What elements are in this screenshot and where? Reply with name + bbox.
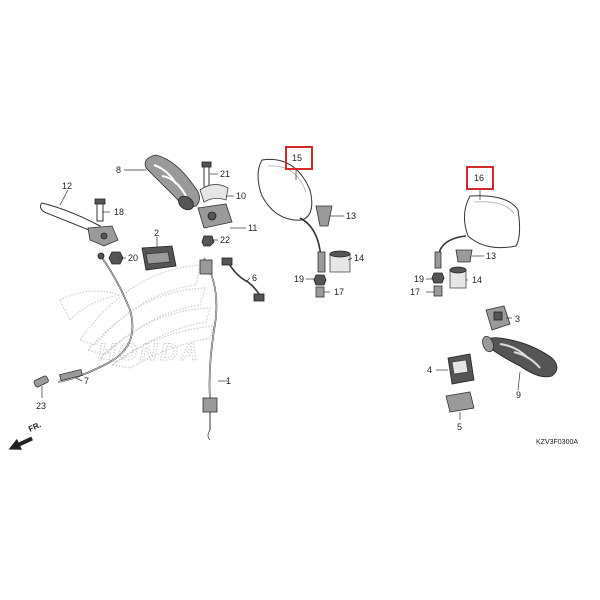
callout-19-right[interactable]: 19 — [414, 274, 424, 284]
front-arrow-icon — [8, 436, 33, 450]
callout-14-left[interactable]: 14 — [354, 253, 364, 263]
part-21-screw[interactable] — [201, 161, 212, 189]
part-15-mirror-left[interactable] — [257, 158, 326, 273]
part-20-nut[interactable] — [108, 251, 124, 265]
part-13-boot-right[interactable] — [455, 249, 473, 263]
callout-1[interactable]: 1 — [226, 376, 231, 386]
callout-21[interactable]: 21 — [220, 169, 230, 179]
callout-23[interactable]: 23 — [36, 401, 46, 411]
honda-watermark-text: HONDA — [98, 339, 201, 366]
callout-13-left[interactable]: 13 — [346, 211, 356, 221]
callout-2[interactable]: 2 — [154, 228, 159, 238]
part-4-right-switch[interactable] — [447, 353, 475, 385]
callout-17-left[interactable]: 17 — [334, 287, 344, 297]
part-12-clutch-lever[interactable] — [39, 202, 119, 247]
direction-label: FR. — [27, 420, 42, 434]
highlight-box-16 — [466, 166, 494, 190]
part-6-harness[interactable] — [221, 257, 265, 302]
callout-8[interactable]: 8 — [116, 165, 121, 175]
part-17-nut-right[interactable] — [433, 285, 443, 297]
part-8-left-grip[interactable] — [144, 154, 200, 213]
part-22-screw[interactable] — [201, 235, 215, 247]
part-18-bolt[interactable] — [94, 198, 106, 222]
part-19-nut-left[interactable] — [313, 274, 327, 286]
callout-9[interactable]: 9 — [516, 390, 521, 400]
part-17-nut-left[interactable] — [315, 286, 325, 298]
callout-20[interactable]: 20 — [128, 253, 138, 263]
part-9-right-grip[interactable] — [481, 335, 558, 378]
part-1-throttle-cable[interactable] — [199, 257, 218, 441]
part-16-mirror-right[interactable] — [434, 195, 521, 269]
part-14-boot-right[interactable] — [449, 266, 467, 289]
callout-15[interactable]: 15 — [292, 153, 302, 163]
callout-10[interactable]: 10 — [236, 191, 246, 201]
part-3-switch-housing[interactable] — [485, 305, 511, 331]
callout-18[interactable]: 18 — [114, 207, 124, 217]
callout-16[interactable]: 16 — [474, 173, 484, 183]
callout-12[interactable]: 12 — [62, 181, 72, 191]
part-23-pin[interactable] — [33, 375, 49, 388]
callout-13-right[interactable]: 13 — [486, 251, 496, 261]
part-2-switch[interactable] — [141, 245, 177, 271]
callout-14-right[interactable]: 14 — [472, 275, 482, 285]
part-11-throttle-housing-lower[interactable] — [197, 203, 233, 229]
callout-22[interactable]: 22 — [220, 235, 230, 245]
callout-3[interactable]: 3 — [515, 314, 520, 324]
callout-5[interactable]: 5 — [457, 422, 462, 432]
figure-code: KZV3F0300A — [536, 439, 578, 446]
part-13-boot-left[interactable] — [315, 205, 333, 227]
part-7-clutch-cable[interactable] — [57, 252, 134, 383]
callout-6[interactable]: 6 — [252, 273, 257, 283]
callout-7[interactable]: 7 — [84, 376, 89, 386]
leader-lines — [41, 168, 521, 420]
callout-4[interactable]: 4 — [427, 365, 432, 375]
part-5-switch-lower[interactable] — [445, 391, 475, 413]
highlight-box-15 — [285, 146, 313, 170]
part-19-nut-right[interactable] — [431, 272, 445, 284]
callout-19-left[interactable]: 19 — [294, 274, 304, 284]
part-14-boot-left[interactable] — [329, 250, 351, 273]
callout-11[interactable]: 11 — [248, 223, 257, 233]
part-10-throttle-housing-upper[interactable] — [199, 184, 229, 203]
callout-17-right[interactable]: 17 — [410, 287, 420, 297]
